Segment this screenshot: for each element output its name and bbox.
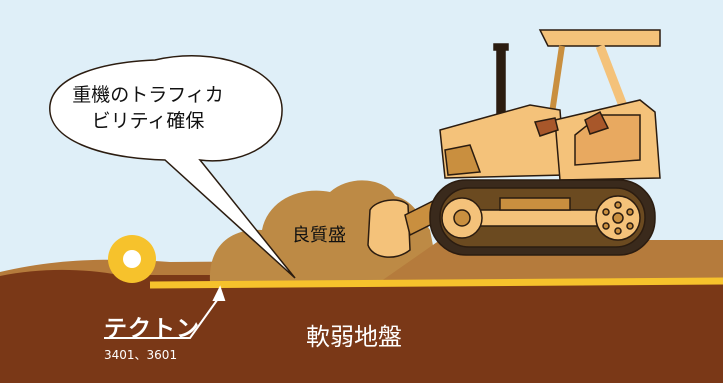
bulldozer <box>367 29 661 258</box>
callout-line-2: ビリティ確保 <box>91 110 205 132</box>
product-name-label: テクトン <box>104 316 200 342</box>
soft-ground-label: 軟弱地盤 <box>306 323 402 351</box>
soft-ground <box>0 269 723 383</box>
sheet-roll <box>108 235 156 283</box>
product-codes-label: 3401、3601 <box>104 348 178 362</box>
callout-line-1: 重機のトラフィカ <box>72 84 224 106</box>
fill-material-label: 良質盛 <box>292 225 346 246</box>
callout-bubble <box>49 55 296 279</box>
leader-line <box>104 285 226 339</box>
callout-text: 重機のトラフィカ ビリティ確保 <box>58 82 238 134</box>
geotextile-sheet <box>149 277 723 289</box>
